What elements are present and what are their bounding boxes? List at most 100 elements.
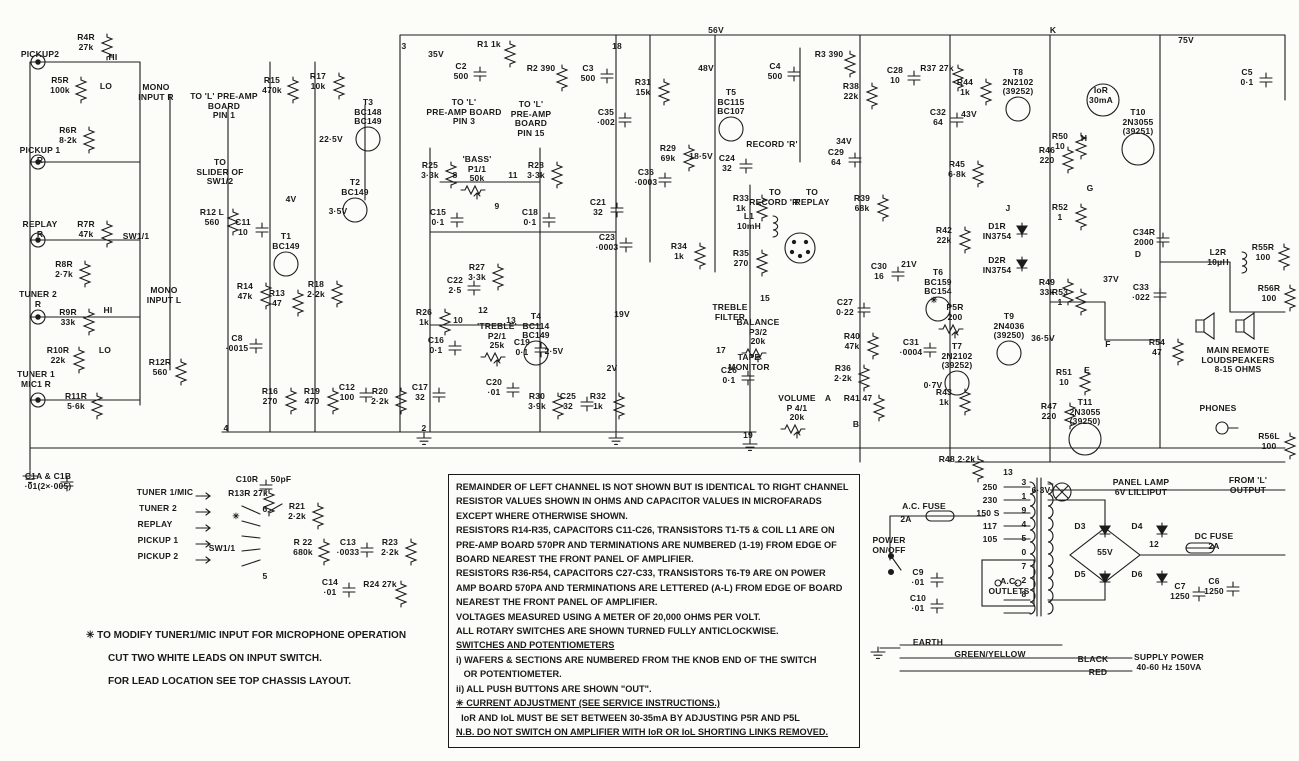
capacitor-symbol xyxy=(542,212,556,228)
resistor-symbol xyxy=(951,64,965,92)
current-meter-icon xyxy=(1086,83,1120,117)
note-line: BOARD NEAREST THE FRONT PANEL OF AMPLIFI… xyxy=(456,554,694,565)
resistor-symbol xyxy=(259,282,273,310)
transformer xyxy=(1003,477,1054,617)
ground-icon xyxy=(608,432,624,445)
resistor-symbol xyxy=(291,289,305,317)
transistor-symbol xyxy=(342,197,368,223)
note-line: RESISTORS R36-R54, CAPACITORS C27-C33, T… xyxy=(456,568,826,579)
footnote-line: ✳ TO MODIFY TUNER1/MIC INPUT FOR MICROPH… xyxy=(86,630,407,641)
resistor-symbol xyxy=(82,126,96,154)
input-jack-icons xyxy=(30,54,46,408)
resistor-symbol xyxy=(438,308,452,336)
note-line: OR POTENTIOMETER. xyxy=(456,669,562,680)
record-socket-icon xyxy=(784,232,816,264)
note-line: AMP BOARD 570PA AND TERMINATIONS ARE LET… xyxy=(456,582,843,593)
speaker-icons xyxy=(1195,311,1255,341)
capacitor-symbol xyxy=(249,338,263,354)
resistor-symbol xyxy=(876,194,890,222)
note-line: IoR AND IoL MUST BE SET BETWEEN 30-35mA … xyxy=(456,712,800,723)
capacitor-symbol xyxy=(930,598,944,614)
power-switch-icon xyxy=(887,552,902,576)
resistor-symbol xyxy=(1061,146,1075,174)
resistor-symbol xyxy=(693,242,707,270)
resistor-symbol xyxy=(612,392,626,420)
capacitor-symbol xyxy=(506,382,520,398)
panel-lamp-icon xyxy=(1052,482,1072,502)
transistor-symbol xyxy=(925,296,951,322)
capacitor-symbol xyxy=(741,370,755,386)
capacitor-symbol xyxy=(1153,287,1167,303)
capacitor-symbol xyxy=(923,342,937,358)
resistor-symbol xyxy=(979,78,993,106)
resistor-symbol xyxy=(100,33,114,61)
resistor-symbol xyxy=(843,50,857,78)
resistor-symbol xyxy=(74,76,88,104)
note-line: ALL ROTARY SWITCHES ARE SHOWN TURNED FUL… xyxy=(456,626,779,637)
transistor-symbol xyxy=(718,116,744,142)
note-line: ✳ CURRENT ADJUSTMENT (SEE SERVICE INSTRU… xyxy=(456,698,720,709)
resistor-symbol xyxy=(1061,278,1075,306)
potentiometer-symbol xyxy=(938,323,964,339)
ground-icon xyxy=(742,438,758,451)
resistor-symbol xyxy=(78,260,92,288)
transistor-symbol xyxy=(996,340,1022,366)
capacitor-symbol xyxy=(1156,232,1170,248)
footnote-line: FOR LEAD LOCATION SEE TOP CHASSIS LAYOUT… xyxy=(108,676,351,687)
diode-symbol xyxy=(1099,570,1111,586)
resistor-symbol xyxy=(394,580,408,608)
diode-symbol xyxy=(1099,522,1111,538)
resistor-symbol xyxy=(444,161,458,189)
resistor-symbol xyxy=(958,388,972,416)
capacitor-symbol xyxy=(342,582,356,598)
capacitor-symbol xyxy=(907,70,921,86)
resistor-symbol xyxy=(1074,132,1088,160)
capacitor-symbol xyxy=(467,280,481,296)
notes-lines: REMAINDER OF LEFT CHANNEL IS NOT SHOWN B… xyxy=(456,480,852,739)
diode-symbol xyxy=(1156,522,1168,538)
resistor-symbol xyxy=(682,144,696,172)
footnote-line: CUT TWO WHITE LEADS ON INPUT SWITCH. xyxy=(108,653,322,664)
capacitor-symbol xyxy=(739,158,753,174)
note-line: i) WAFERS & SECTIONS ARE NUMBERED FROM T… xyxy=(456,654,817,665)
note-line: VOLTAGES MEASURED USING A METER OF 20,00… xyxy=(456,611,761,622)
note-line: PRE-AMP BOARD 570PR AND TERMINATIONS ARE… xyxy=(456,539,837,550)
resistor-symbol xyxy=(332,72,346,100)
ac-fuse-icon xyxy=(925,510,955,522)
capacitor-symbol xyxy=(448,340,462,356)
resistor-symbol xyxy=(1277,243,1291,271)
capacitor-symbol xyxy=(259,479,273,495)
resistor-symbol xyxy=(1283,284,1297,312)
capacitor-symbol xyxy=(534,342,548,358)
resistor-symbol xyxy=(1063,402,1077,430)
wire-network xyxy=(29,34,1286,672)
resistor-symbol xyxy=(551,392,565,420)
resistor-symbol xyxy=(971,455,985,483)
note-line: REMAINDER OF LEFT CHANNEL IS NOT SHOWN B… xyxy=(456,482,849,492)
capacitor-symbol xyxy=(473,66,487,82)
capacitor-symbol xyxy=(359,387,373,403)
capacitor-symbol xyxy=(450,212,464,228)
inductor-symbol xyxy=(1241,251,1248,274)
transistor-symbol xyxy=(523,340,549,366)
potentiometer-symbol xyxy=(780,423,806,439)
note-line: EXCEPT WHERE OTHERWISE SHOWN. xyxy=(456,510,628,521)
resistor-symbol xyxy=(330,280,344,308)
resistor-symbol xyxy=(491,263,505,291)
transistor-symbol xyxy=(1121,132,1155,166)
transistor-symbol xyxy=(944,370,970,396)
capacitor-symbol xyxy=(255,222,269,238)
resistor-symbol xyxy=(971,160,985,188)
capacitor-symbol xyxy=(1192,586,1206,602)
capacitor-symbol xyxy=(930,572,944,588)
resistor-symbol xyxy=(755,194,769,222)
resistor-symbol xyxy=(872,394,886,422)
capacitor-symbol xyxy=(432,387,446,403)
capacitor-symbol xyxy=(1259,72,1273,88)
transistor-symbol xyxy=(273,251,299,277)
resistor-symbol xyxy=(404,538,418,566)
resistor-symbol xyxy=(550,161,564,189)
resistor-symbol xyxy=(174,358,188,386)
potentiometer-symbol xyxy=(480,351,506,367)
